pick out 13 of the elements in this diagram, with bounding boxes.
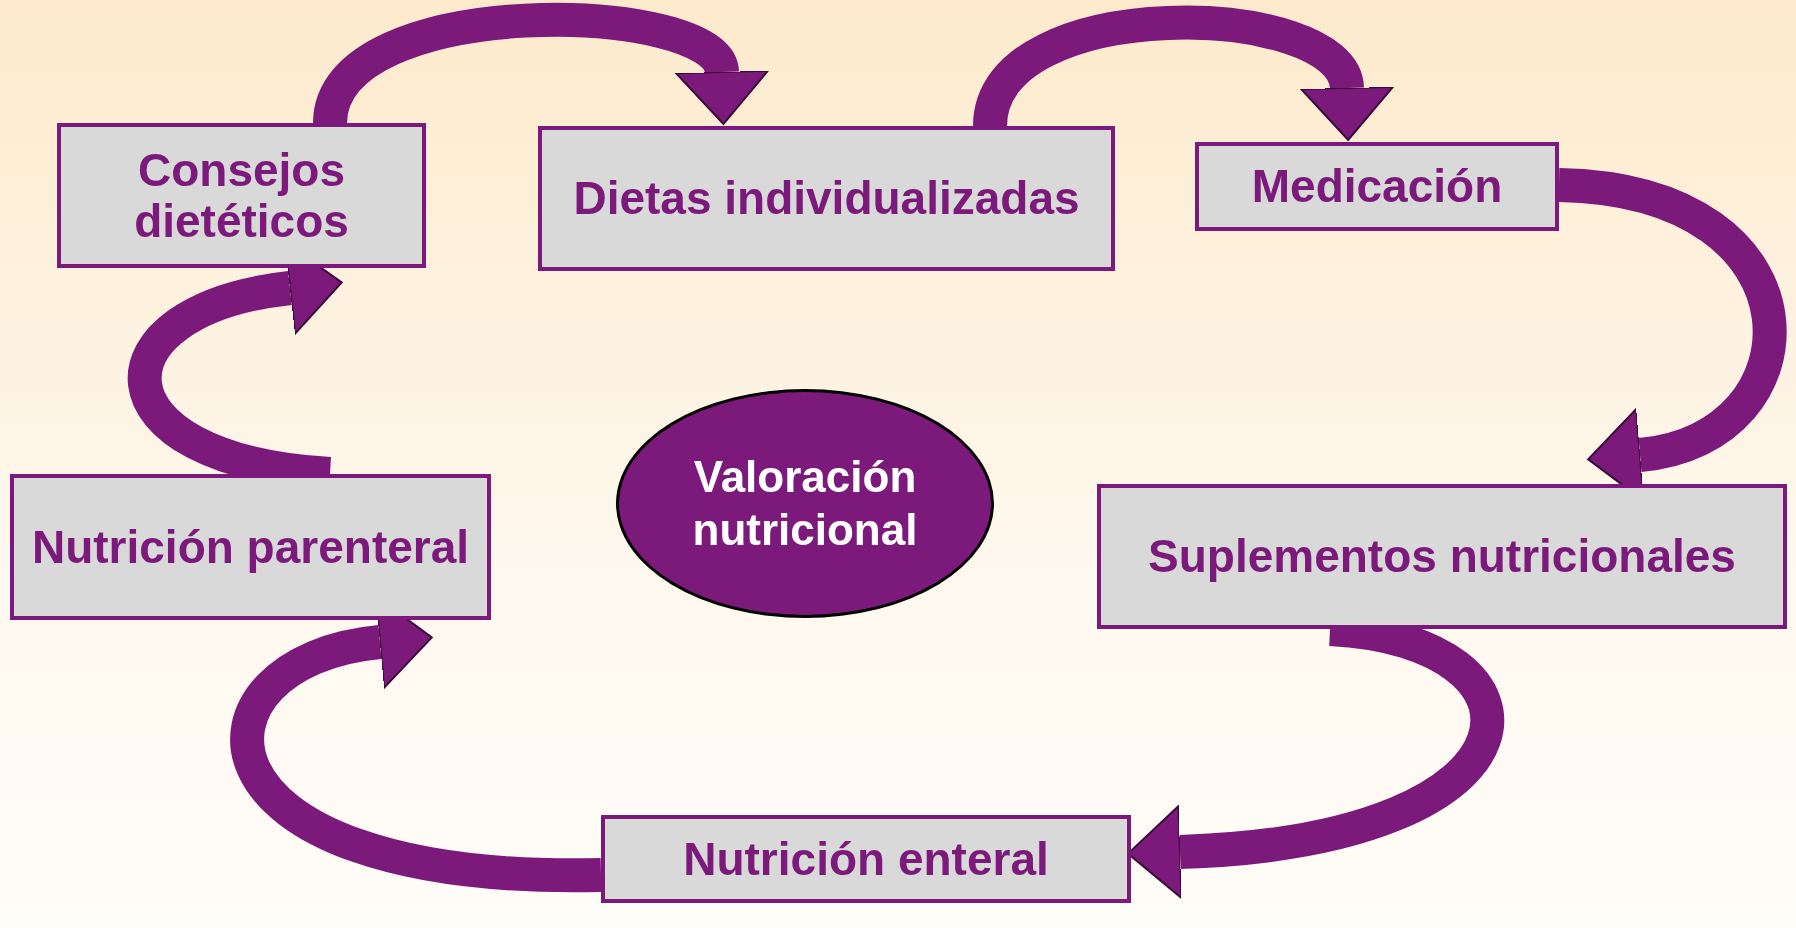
process-box — [601, 815, 1131, 903]
node-label: Valoración nutricional — [691, 450, 919, 556]
node-label: Suplementos nutricionales — [1148, 531, 1736, 582]
process-box — [538, 126, 1115, 271]
process-box — [1195, 142, 1559, 231]
process-box — [1097, 484, 1787, 629]
node-label: Nutrición enteral — [683, 833, 1049, 885]
process-box — [57, 123, 426, 268]
node-label: Nutrición parenteral — [31, 521, 470, 573]
node-label: Consejos dietéticos — [133, 144, 350, 247]
process-box — [10, 474, 491, 620]
node-label: Dietas individualizadas — [573, 173, 1080, 224]
node-label: Medicación — [1251, 161, 1503, 212]
